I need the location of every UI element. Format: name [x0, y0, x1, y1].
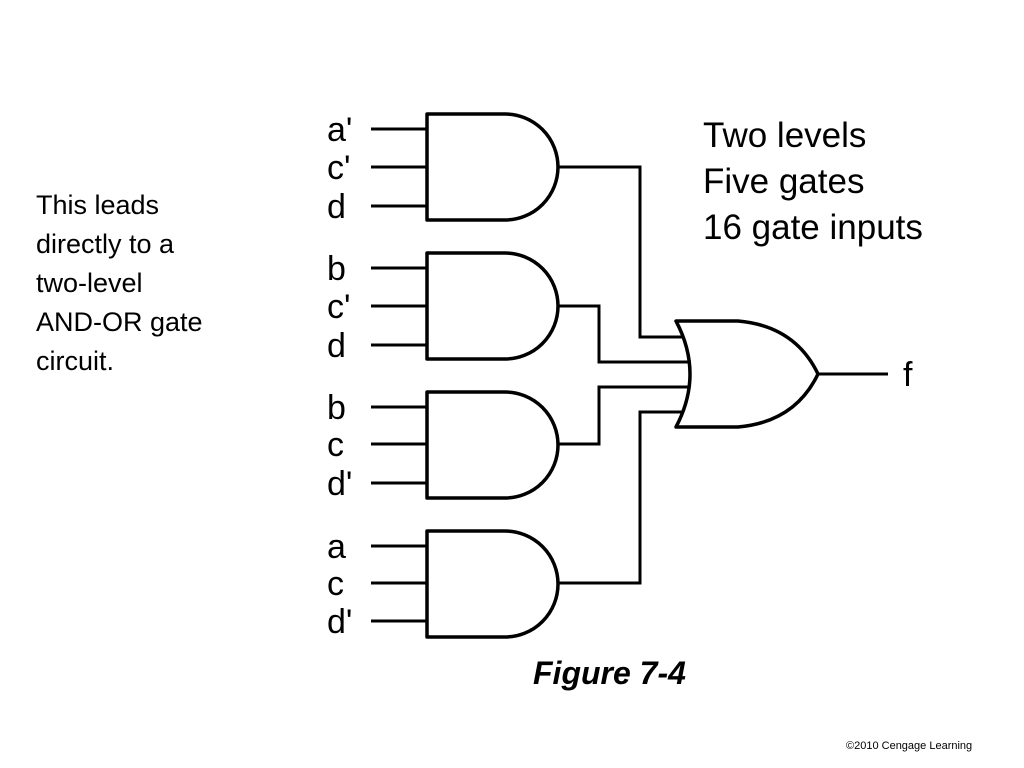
input-label: c' — [327, 149, 351, 187]
copyright-notice: ©2010 Cengage Learning — [846, 740, 973, 752]
description-line-1: This leads — [36, 190, 160, 220]
interconnect-wires — [558, 165, 688, 585]
input-label: c — [327, 426, 344, 464]
description-line-3: two-level — [36, 268, 143, 298]
wire-and2-to-or — [558, 304, 688, 364]
and-gate-1: a' c' d — [327, 111, 560, 226]
input-label: b — [327, 250, 346, 288]
input-label: c — [327, 565, 344, 603]
input-label: b — [327, 389, 346, 427]
figure-caption: Figure 7-4 — [533, 655, 686, 691]
wire-and4-to-or — [558, 410, 683, 585]
input-label: d — [327, 327, 346, 365]
input-label: a — [327, 528, 346, 566]
input-label: d' — [327, 603, 352, 641]
input-label: a' — [327, 111, 352, 149]
output-label: f — [903, 356, 913, 394]
or-gate-body — [674, 319, 820, 429]
description-line-5: circuit. — [36, 346, 115, 376]
input-label: c' — [327, 288, 351, 326]
and-gate-body — [425, 390, 560, 500]
and-gate-body — [425, 251, 560, 361]
and-gate-4: a c d' — [327, 528, 560, 641]
circuit-stats: Two levels Five gates 16 gate inputs — [703, 113, 923, 251]
or-gate: f — [674, 319, 913, 429]
wire-and3-to-or — [558, 385, 688, 446]
input-label: d' — [327, 465, 352, 503]
and-gate-body — [425, 112, 560, 222]
description-line-2: directly to a — [36, 229, 175, 259]
stat-gate-inputs: 16 gate inputs — [703, 208, 923, 247]
input-label: d — [327, 188, 346, 226]
wire-and1-to-or — [558, 165, 683, 339]
and-gate-2: b c' d — [327, 250, 560, 365]
and-gate-3: b c d' — [327, 389, 560, 503]
and-gate-body — [425, 529, 560, 639]
stat-levels: Two levels — [703, 116, 867, 155]
description-line-4: AND-OR gate — [36, 307, 203, 337]
stat-gates: Five gates — [703, 162, 865, 201]
description-text: This leads directly to a two-level AND-O… — [36, 186, 276, 381]
